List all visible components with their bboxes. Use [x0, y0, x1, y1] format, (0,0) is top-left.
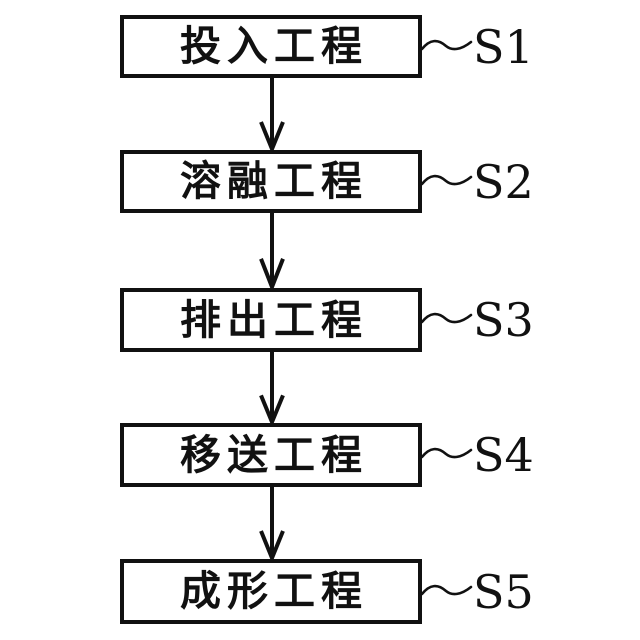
- down-arrow: [259, 78, 285, 150]
- flow-step-5: 成形工程 S5: [0, 559, 640, 624]
- down-arrow: [259, 213, 285, 288]
- squiggle-connector: [421, 584, 473, 595]
- flow-step-1: 投入工程 S1: [0, 15, 640, 78]
- down-arrow: [259, 352, 285, 423]
- step-id-label: S2: [473, 154, 534, 209]
- process-box-s5: 成形工程: [120, 559, 422, 624]
- process-box-s3: 排出工程: [120, 288, 422, 352]
- process-box-s4: 移送工程: [120, 423, 422, 487]
- process-box-s2: 溶融工程: [120, 150, 422, 213]
- squiggle-connector: [421, 174, 473, 185]
- step-id-label: S4: [473, 428, 534, 482]
- flow-step-2: 溶融工程 S2: [0, 150, 640, 213]
- step-id-label: S1: [473, 19, 534, 74]
- squiggle-connector: [421, 39, 473, 50]
- process-box-label: 成形工程: [180, 567, 368, 615]
- process-box-label: 投入工程: [180, 22, 368, 70]
- squiggle-connector: [421, 312, 473, 324]
- process-box-label: 移送工程: [180, 430, 368, 479]
- down-arrow: [259, 487, 285, 559]
- flow-step-3: 排出工程 S3: [0, 288, 640, 352]
- process-box-label: 排出工程: [180, 295, 368, 344]
- process-box-label: 溶融工程: [180, 157, 368, 205]
- step-id-label: S5: [473, 564, 534, 619]
- process-box-s1: 投入工程: [120, 15, 422, 78]
- step-id-label: S3: [473, 293, 534, 347]
- flow-step-4: 移送工程 S4: [0, 423, 640, 487]
- squiggle-connector: [421, 447, 473, 459]
